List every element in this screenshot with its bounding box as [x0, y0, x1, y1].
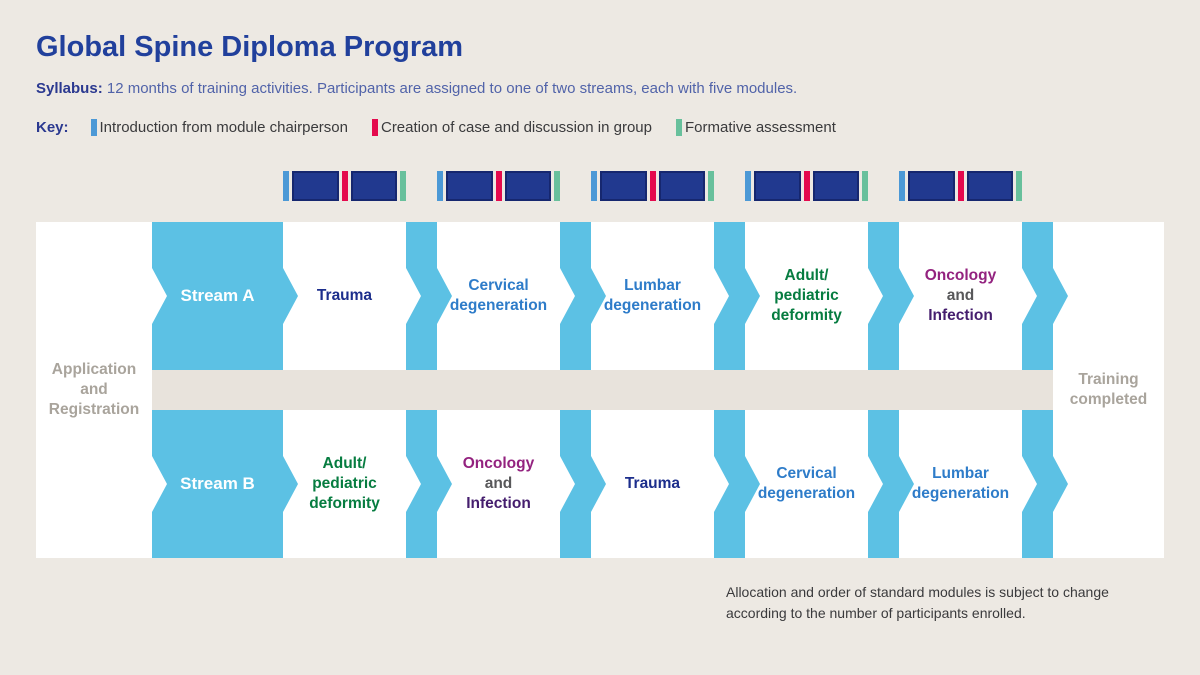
module-label-line: Infection — [466, 495, 531, 512]
ribbon-assessment-stripe-icon — [400, 171, 406, 201]
chevron-arrow — [560, 222, 606, 370]
chevron-shape — [152, 222, 298, 370]
ribbon-intro-stripe-icon — [899, 171, 905, 201]
footnote: Allocation and order of standard modules… — [726, 584, 1109, 621]
chevron-shape — [560, 222, 606, 370]
module-stream-a-cervical-degeneration: Cervical degeneration — [449, 277, 548, 314]
module-stream-b-trauma: Trauma — [624, 475, 681, 492]
module-stream-a-trauma: Trauma — [316, 287, 373, 304]
module-stream-a-oncology-infection: Oncology and Infection — [899, 222, 1022, 370]
chevron-shape — [868, 410, 914, 558]
chevron-arrow — [1022, 222, 1068, 370]
key-item-case-discussion: Creation of case and discussion in group — [371, 119, 652, 136]
ribbon-case-stripe-icon — [803, 171, 810, 201]
stream-b-band — [152, 410, 298, 558]
ribbon-assessment-stripe-icon — [554, 171, 560, 201]
module-structure-ribbon — [437, 171, 560, 201]
ribbon-block-icon — [966, 171, 1013, 201]
ribbon-block-icon — [350, 171, 397, 201]
syllabus-text: 12 months of training activities. Partic… — [106, 80, 798, 97]
stream-b-label: Stream B — [180, 474, 255, 493]
chevron-shape — [714, 222, 760, 370]
ribbon-block-icon — [754, 171, 801, 201]
module-stream-b-cervical-degeneration: Cervical degeneration — [757, 465, 856, 502]
chevron-arrow — [406, 410, 452, 558]
ribbon-block-icon — [446, 171, 493, 201]
chevron-arrow — [868, 410, 914, 558]
module-stream-b-lumbar-degeneration: Lumbar degeneration — [911, 465, 1010, 502]
chevron-arrow — [406, 222, 452, 370]
ribbon-block-icon — [292, 171, 339, 201]
module-structure-ribbon — [283, 171, 406, 201]
ribbon-case-stripe-icon — [649, 171, 656, 201]
key-item-label: Creation of case and discussion in group — [380, 119, 652, 136]
ribbon-assessment-stripe-icon — [708, 171, 714, 201]
module-label-line: and — [484, 475, 513, 492]
key-item-introduction: Introduction from module chairperson — [90, 119, 348, 136]
stream-a-band — [152, 222, 298, 370]
ribbon-intro-stripe-icon — [283, 171, 289, 201]
chevron-shape — [152, 410, 298, 558]
chevron-shape — [406, 410, 452, 558]
chevron-shape — [1022, 410, 1068, 558]
ribbon-case-stripe-icon — [341, 171, 348, 201]
module-label-line: Oncology — [924, 267, 997, 284]
module-label-line: and — [946, 287, 975, 304]
key-legend: Key: Introduction from module chairperso… — [36, 119, 860, 136]
key-label: Key: — [36, 119, 69, 136]
key-item-assessment: Formative assessment — [675, 119, 836, 136]
ribbon-block-icon — [658, 171, 705, 201]
chevron-shape — [406, 222, 452, 370]
stream-a-label: Stream A — [180, 286, 255, 305]
module-structure-ribbon — [745, 171, 868, 201]
chevron-shape — [714, 410, 760, 558]
flow-panel: Application and Registration Training co… — [36, 222, 1164, 558]
ribbon-block-icon — [600, 171, 647, 201]
module-stream-a-lumbar-degeneration: Lumbar degeneration — [603, 277, 702, 314]
module-structure-ribbon — [591, 171, 714, 201]
chevron-shape — [1022, 222, 1068, 370]
green-swatch-icon — [675, 119, 682, 136]
training-completed-label: Training completed — [1069, 371, 1148, 408]
ribbon-block-icon — [504, 171, 551, 201]
key-item-label: Introduction from module chairperson — [99, 119, 348, 136]
chevron-arrow — [560, 410, 606, 558]
ribbon-assessment-stripe-icon — [1016, 171, 1022, 201]
ribbon-intro-stripe-icon — [591, 171, 597, 201]
ribbon-case-stripe-icon — [957, 171, 964, 201]
blue-swatch-icon — [90, 119, 97, 136]
red-swatch-icon — [371, 119, 378, 136]
module-label-line: Oncology — [462, 455, 535, 472]
ribbon-intro-stripe-icon — [745, 171, 751, 201]
chevron-shape — [560, 410, 606, 558]
ribbon-case-stripe-icon — [495, 171, 502, 201]
ribbon-intro-stripe-icon — [437, 171, 443, 201]
syllabus-line: Syllabus: 12 months of training activiti… — [36, 80, 797, 97]
key-item-label: Formative assessment — [684, 119, 836, 136]
module-stream-b-oncology-infection: Oncology and Infection — [437, 410, 560, 558]
module-stream-a-adult-pediatric-deformity: Adult/ pediatric deformity — [771, 267, 842, 324]
page-title: Global Spine Diploma Program — [36, 31, 464, 63]
chevron-arrow — [868, 222, 914, 370]
application-registration-label: Application and Registration — [48, 361, 140, 418]
chevron-shape — [868, 222, 914, 370]
ribbon-block-icon — [812, 171, 859, 201]
chevron-arrow — [714, 410, 760, 558]
ribbon-assessment-stripe-icon — [862, 171, 868, 201]
stream-divider-strip — [152, 370, 1053, 410]
module-label-line: Infection — [928, 307, 993, 324]
module-structure-ribbon — [899, 171, 1022, 201]
chevron-arrow — [714, 222, 760, 370]
syllabus-label: Syllabus: — [36, 80, 103, 97]
chevron-arrow — [1022, 410, 1068, 558]
ribbon-block-icon — [908, 171, 955, 201]
module-stream-b-adult-pediatric-deformity: Adult/ pediatric deformity — [309, 455, 380, 512]
